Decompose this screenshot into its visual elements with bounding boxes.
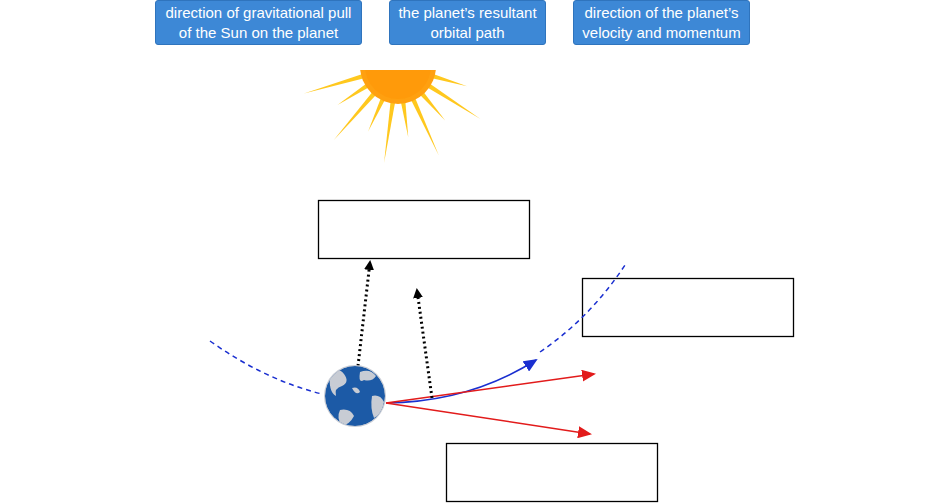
- label-button: direction of the planet’s velocity and m…: [573, 0, 750, 45]
- velocity-arrow: [386, 403, 590, 434]
- velocity-arrow: [386, 374, 594, 403]
- label-text: direction of the planet’s velocity and m…: [577, 3, 746, 43]
- drop-box: [319, 201, 530, 259]
- orbit-dashed: [540, 265, 625, 352]
- gravity-arrow: [358, 262, 370, 366]
- gravity-arrow: [417, 290, 432, 398]
- label-text: direction of gravitational pull of the S…: [159, 3, 358, 43]
- earth: [324, 365, 386, 427]
- drop-box: [583, 279, 794, 337]
- orbital-path-arrow: [386, 360, 536, 403]
- drop-box: [447, 444, 658, 502]
- label-button: the planet’s resultant orbital path: [389, 0, 546, 45]
- orbit-dashed: [210, 341, 322, 394]
- sun: [304, 70, 496, 163]
- label-button: direction of gravitational pull of the S…: [155, 0, 362, 45]
- label-text: the planet’s resultant orbital path: [393, 3, 542, 43]
